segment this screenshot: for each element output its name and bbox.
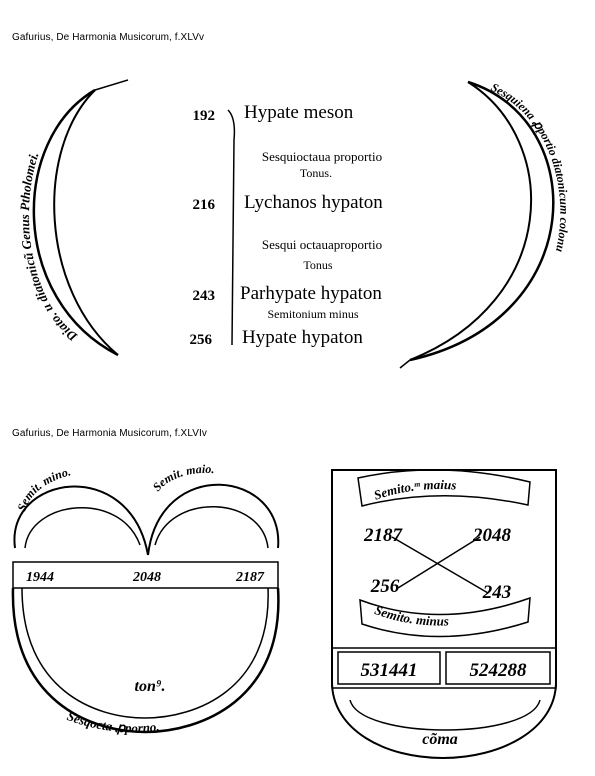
number-band xyxy=(12,561,279,589)
left-crescent xyxy=(32,79,129,357)
right-lobe xyxy=(147,483,280,556)
caption-bottom: Gafurius, De Harmonia Musicorum, f.XLVIv xyxy=(12,428,207,439)
bottom-arc-label-3: Semito. minus xyxy=(373,602,449,628)
right-lobe-label: Semit. maio. xyxy=(150,462,215,494)
interval-ratio: Sesqui octauaproportio xyxy=(262,237,382,252)
interval-name: Tonus xyxy=(303,258,332,272)
number-box-row xyxy=(331,647,557,689)
figure-one: Diato. u diatonicũ Genus Ptholomei. Sesq… xyxy=(17,79,572,369)
row-number: 192 xyxy=(193,108,216,124)
interval-ratio: Semitonium minus xyxy=(267,307,358,321)
svg-text:Semit. maio.: Semit. maio. xyxy=(150,462,215,494)
svg-text:Semito.ᵐ maius: Semito.ᵐ maius xyxy=(372,477,457,503)
box-number-left: 531441 xyxy=(361,660,418,681)
svg-text:Semito. minus: Semito. minus xyxy=(373,602,449,628)
row-name: Hypate hypaton xyxy=(242,327,363,348)
right-arc-label: Sesquiena ꝓportio diatonicum colonu xyxy=(489,80,572,254)
interval-name: Tonus. xyxy=(300,166,332,180)
caption-top: Gafurius, De Harmonia Musicorum, f.XLVv xyxy=(12,32,205,43)
band-number: 1944 xyxy=(26,570,54,585)
row-name: Parhypate hypaton xyxy=(240,283,382,304)
cross-number: 243 xyxy=(482,582,512,603)
row-name: Lychanos hypaton xyxy=(244,192,383,213)
center-label: ton⁹. xyxy=(135,678,166,695)
bottom-arc-label: Sesqocta ꝓporno. xyxy=(65,708,160,735)
svg-text:Sesquiena ꝓportio diatonicum c: Sesquiena ꝓportio diatonicum colonu xyxy=(489,80,572,254)
left-lobe-label: Semit. mino. xyxy=(14,464,72,512)
left-number-box xyxy=(337,651,441,685)
cross-line xyxy=(397,536,481,589)
svg-text:Sesqocta ꝓporno.: Sesqocta ꝓporno. xyxy=(65,708,160,735)
band-number: 2048 xyxy=(132,570,161,585)
right-number-box xyxy=(445,651,551,685)
heart-body xyxy=(11,587,280,734)
left-lobe xyxy=(13,485,149,556)
cross-number: 2048 xyxy=(472,525,512,546)
row-name: Hypate meson xyxy=(244,102,354,123)
box-number-right: 524288 xyxy=(470,660,528,681)
row-number: 243 xyxy=(193,288,216,304)
cross-number: 2187 xyxy=(363,525,404,546)
svg-text:Semit. mino.: Semit. mino. xyxy=(14,464,72,512)
bottom-label-3: cõma xyxy=(422,731,458,748)
right-crescent xyxy=(399,80,555,369)
vertical-divider xyxy=(227,109,236,346)
interval-ratio: Sesquioctaua proportio xyxy=(262,149,382,164)
figure-two: Semit. mino. Semit. maio. 1944 2048 2187… xyxy=(11,462,280,735)
figure-three: Semito.ᵐ maius 2187 2048 256 243 Semito.… xyxy=(331,469,557,760)
shield-outline xyxy=(331,469,557,760)
band-number: 2187 xyxy=(235,570,265,585)
row-number: 216 xyxy=(193,197,216,213)
cross-line xyxy=(391,536,489,594)
cross-number: 256 xyxy=(370,576,400,597)
row-number: 256 xyxy=(190,332,213,348)
top-arc-label: Semito.ᵐ maius xyxy=(372,477,457,503)
